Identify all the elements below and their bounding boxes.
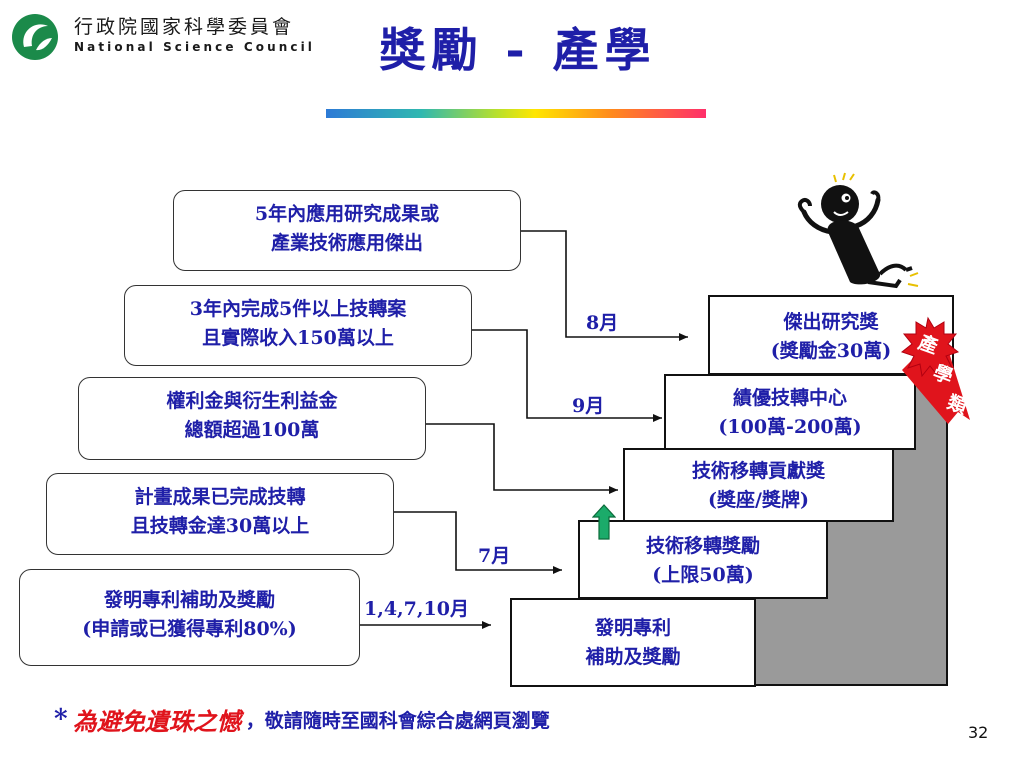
step-line: 傑出研究獎 (783, 311, 879, 333)
org-name-zh: 行政院國家科學委員會 (74, 16, 295, 38)
connector-to-contribution-award (426, 423, 618, 494)
step-outstanding-tech-center: 績優技轉中心 (100萬-200萬) (664, 374, 916, 450)
month-label: 1,4,7,10月 (364, 598, 469, 620)
footer-text: ，敬請隨時至國科會綜合處網頁瀏覽 (245, 710, 550, 732)
footer-asterisk: * (54, 704, 68, 735)
step-line: 績優技轉中心 (732, 387, 847, 409)
page-title: 獎勵 - 產學 (379, 23, 657, 77)
step-line: (獎勵金30萬) (770, 340, 892, 362)
step-line: (上限50萬) (652, 564, 754, 586)
criterion-line: 權利金與衍生利益金 (166, 390, 338, 412)
criterion-line: 且技轉金達30萬以上 (130, 515, 310, 537)
step-line: 補助及獎勵 (585, 646, 681, 668)
step-line: 技術移轉貢獻獎 (691, 460, 825, 482)
step-patent-subsidy: 發明專利 補助及獎勵 (510, 598, 756, 687)
month-label: 9月 (572, 395, 605, 417)
criterion-line: 總額超過100萬 (184, 419, 320, 441)
step-line: (獎座/獎牌) (708, 489, 809, 511)
criterion-line: 發明專利補助及獎勵 (103, 589, 275, 611)
step-line: 發明專利 (594, 617, 671, 639)
month-label: 7月 (478, 545, 511, 567)
connector-to-tech-center (472, 329, 662, 422)
connector-to-transfer-award (394, 511, 562, 574)
criterion-tech-center: 3年內完成5件以上技轉案 且實際收入150萬以上 (124, 285, 472, 366)
industry-academia-badge: 產 學 類 (898, 300, 974, 430)
criterion-royalty: 權利金與衍生利益金 總額超過100萬 (78, 377, 426, 460)
connector-to-excellent-research (521, 230, 688, 341)
step-line: 技術移轉獎勵 (645, 535, 760, 557)
criterion-line: 5年內應用研究成果或 (254, 203, 440, 225)
step-line: (100萬-200萬) (718, 416, 862, 438)
step-tech-transfer-contribution: 技術移轉貢獻獎 (獎座/獎牌) (623, 448, 894, 522)
criterion-excellent-research: 5年內應用研究成果或 產業技術應用傑出 (173, 190, 521, 271)
footer-highlight: 為避免遺珠之憾 (72, 707, 241, 736)
criterion-line: 且實際收入150萬以上 (202, 327, 394, 349)
criterion-line: 3年內完成5件以上技轉案 (189, 298, 407, 320)
footer-note: * 為避免遺珠之憾 ，敬請隨時至國科會綜合處網頁瀏覽 (54, 702, 550, 737)
page-number: 32 (968, 723, 989, 742)
criterion-line: 計畫成果已完成技轉 (134, 486, 306, 508)
step-tech-transfer-award: 技術移轉獎勵 (上限50萬) (578, 520, 828, 599)
up-arrow-icon (592, 504, 616, 540)
criterion-patent: 發明專利補助及獎勵 (申請或已獲得專利80%) (19, 569, 360, 666)
org-name-en: National Science Council (74, 40, 316, 54)
criterion-line: 產業技術應用傑出 (270, 232, 423, 254)
criterion-line: (申請或已獲得專利80%) (82, 618, 297, 640)
month-label: 8月 (586, 312, 619, 334)
criterion-project-transfer: 計畫成果已完成技轉 且技轉金達30萬以上 (46, 473, 394, 555)
title-gradient-bar (326, 109, 706, 118)
cheering-figure-icon (797, 172, 919, 289)
nsc-logo-icon (12, 14, 58, 60)
ribbon-badge-icon (900, 316, 970, 424)
